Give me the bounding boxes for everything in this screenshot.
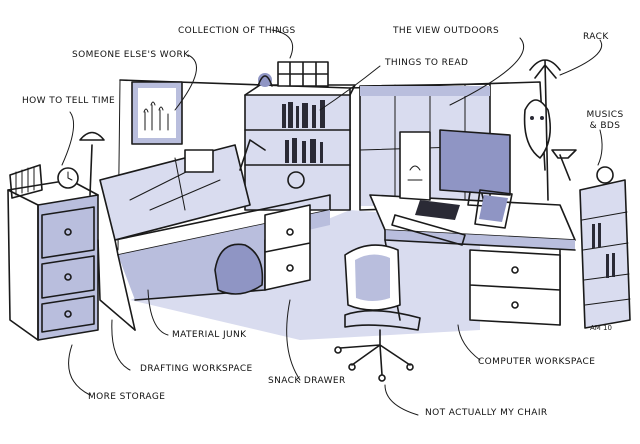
- label-musics-line1: MUSICS: [586, 110, 624, 120]
- label-material-junk: MATERIAL JUNK: [172, 330, 247, 340]
- drafting-table: [97, 139, 331, 331]
- framed-artwork: [131, 81, 183, 145]
- label-not-my-chair: NOT ACTUALLY MY CHAIR: [425, 408, 548, 418]
- label-how-to-tell-time: HOW TO TELL TIME: [22, 96, 116, 106]
- label-someone-elses-work: SOMEONE ELSE'S WORK: [72, 50, 190, 60]
- office-chair: [334, 244, 421, 382]
- signature: AM 10: [590, 324, 612, 332]
- label-rack: RACK: [583, 32, 609, 42]
- label-drafting-workspace: DRAFTING WORKSPACE: [140, 364, 253, 374]
- cd-shelf: [579, 166, 631, 329]
- label-computer-workspace: COMPUTER WORKSPACE: [478, 357, 596, 367]
- left-cabinet: [7, 131, 105, 341]
- leader-lines: [61, 29, 603, 416]
- label-view-outdoors: THE VIEW OUTDOORS: [393, 26, 500, 36]
- label-collection-of-things: COLLECTION OF THINGS: [178, 26, 296, 36]
- bookshelf-middle: [244, 61, 356, 211]
- computer-desk: [369, 59, 577, 326]
- label-musics-line2: & BDS: [589, 121, 621, 131]
- label-more-storage: MORE STORAGE: [88, 392, 166, 402]
- label-snack-drawer: SNACK DRAWER: [268, 376, 346, 386]
- label-musics-bds: MUSICS & BDS: [583, 110, 627, 132]
- label-things-to-read: THINGS TO READ: [385, 58, 469, 68]
